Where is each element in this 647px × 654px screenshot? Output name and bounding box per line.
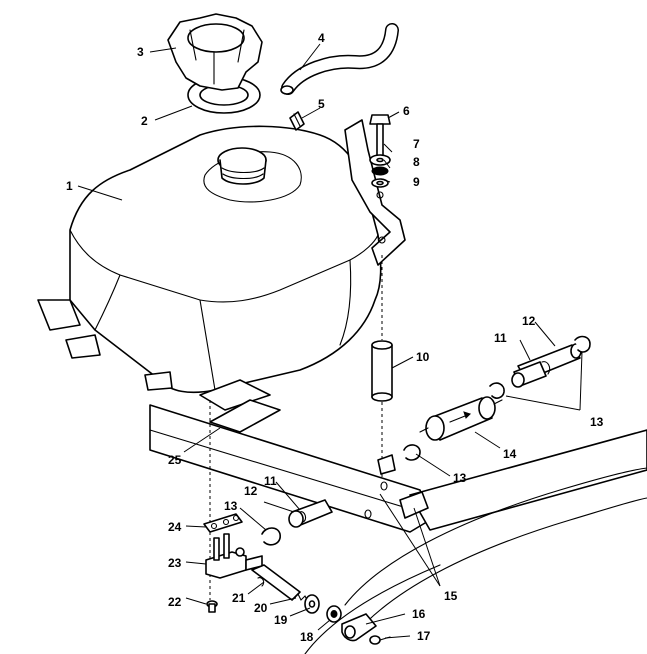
callout-9: 9 (413, 175, 420, 189)
tank-base (199, 379, 271, 411)
callout-labels: 1 2 3 4 5 6 7 8 9 10 11 12 13 14 13 15 1… (66, 31, 604, 644)
callout-23: 23 (168, 556, 182, 570)
callout-8: 8 (413, 155, 420, 169)
callout-3: 3 (137, 45, 144, 59)
callout-21: 21 (232, 591, 246, 605)
callout-15: 15 (444, 589, 458, 603)
crossmember-bracket (364, 454, 429, 519)
leader-lines (77, 43, 583, 639)
vent-fitting (289, 111, 305, 131)
alignment-lines (209, 255, 383, 600)
callout-13-mid: 13 (453, 471, 467, 485)
valve-shaft (251, 564, 301, 601)
fuel-valve (205, 533, 263, 579)
tank-pad (209, 399, 281, 433)
callout-12-lower: 12 (244, 484, 258, 498)
callout-17: 17 (417, 629, 431, 643)
callout-18: 18 (300, 630, 314, 644)
callout-11-lower: 11 (264, 474, 277, 488)
callout-1: 1 (66, 179, 73, 193)
callout-10: 10 (416, 350, 430, 364)
callout-13-upper: 13 (590, 415, 604, 429)
callout-16: 16 (412, 607, 426, 621)
fuel-tank (37, 125, 382, 394)
vent-hose (280, 23, 399, 95)
callout-6: 6 (403, 104, 410, 118)
callout-19: 19 (274, 613, 288, 627)
callout-14: 14 (503, 447, 517, 461)
callout-4: 4 (318, 31, 325, 45)
callout-24: 24 (168, 520, 182, 534)
callout-5: 5 (318, 97, 325, 111)
callout-2: 2 (141, 114, 148, 128)
fuel-line-upper (489, 335, 591, 399)
callout-7: 7 (413, 137, 420, 151)
fuel-cap (167, 13, 263, 91)
valve-screw (206, 600, 218, 613)
valve-knob (341, 613, 377, 642)
clamp-mid (403, 444, 421, 461)
bolt-assembly (369, 114, 391, 188)
knob-screw (369, 635, 391, 645)
valve-washer (304, 594, 320, 614)
callout-20: 20 (254, 601, 268, 615)
callout-13-lower: 13 (224, 499, 238, 513)
callout-25: 25 (168, 453, 182, 467)
tank-bracket (344, 119, 406, 266)
callout-11-upper: 11 (494, 331, 507, 345)
frame-rails (149, 404, 647, 654)
filler-neck (217, 147, 267, 185)
callout-12-upper: 12 (522, 314, 536, 328)
valve-nut (326, 605, 342, 623)
spacer-tube (371, 340, 393, 402)
fuel-line-lower (261, 499, 333, 546)
valve-plate (203, 513, 243, 533)
fuel-filter (419, 396, 503, 441)
callout-22: 22 (168, 595, 182, 609)
